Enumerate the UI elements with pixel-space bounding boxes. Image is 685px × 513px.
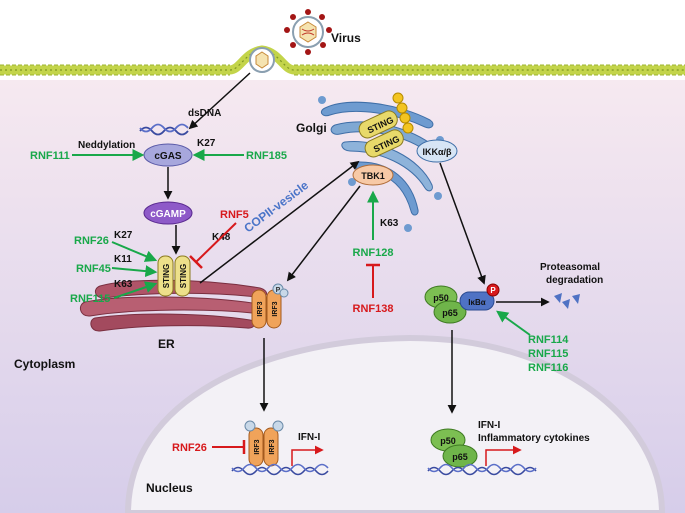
p65-label: p65: [442, 308, 458, 318]
virus-particle: [284, 9, 332, 55]
rnf45-label: RNF45: [76, 263, 111, 275]
er-sting-dimer: STING STING: [157, 255, 191, 297]
ikk-to-ikba-arrow: [439, 162, 486, 285]
cytoplasm-label: Cytoplasm: [14, 357, 75, 371]
rnf128-label: RNF128: [353, 247, 394, 259]
rnf185-label: RNF185: [246, 150, 287, 162]
dsdna-helix: [139, 123, 189, 136]
dna-nfkb-promoter: [427, 463, 537, 476]
tbk1-label: TBK1: [361, 171, 385, 181]
cgamp-label: cGAMP: [150, 209, 186, 220]
irf3-label-1: IRF3: [257, 301, 264, 316]
rnf45-arrow: [111, 265, 158, 278]
irf3-dimer-nucleus: IRF3 IRF3: [244, 420, 284, 467]
er-sting-label-1: STING: [162, 264, 171, 288]
k11-label: K11: [114, 254, 132, 265]
neddylation-label: Neddylation: [78, 140, 135, 151]
rnf115-nfkb-label: RNF115: [528, 348, 568, 360]
rnf138-label: RNF138: [353, 303, 394, 315]
nucleus: [124, 334, 666, 513]
ikk-protein: [416, 139, 458, 163]
nfkb-complex-nucleus: [430, 428, 478, 468]
cytokines-label: Inflammatory cytokines: [478, 433, 590, 444]
cgas-label: cGAS: [154, 151, 182, 162]
p50-label: p50: [433, 293, 449, 303]
ifn-label: IFN-I: [298, 432, 320, 443]
irf3-dimer-cytoplasm: IRF3 IRF3: [251, 283, 289, 329]
rnf111-label: RNF111: [30, 150, 70, 162]
golgi-sting-dimer: STING STING: [358, 110, 404, 158]
tbk1-protein: [352, 164, 394, 186]
k27-sting-label: K27: [114, 230, 133, 241]
degraded-fragments-icon: [554, 293, 580, 309]
phospho-label: P: [490, 286, 496, 295]
ubiquitin-chain: [392, 92, 414, 134]
rnf26-sting-label: RNF26: [74, 235, 109, 247]
irf3-nuc-label-2: IRF3: [269, 439, 276, 454]
rnf26-arrow: [111, 241, 158, 262]
k27-cgas-label: K27: [197, 138, 216, 149]
virus-label: Virus: [331, 31, 361, 45]
p65-nuc-label: p65: [452, 452, 468, 462]
dsdna-label: dsDNA: [188, 108, 221, 119]
er-label: ER: [158, 337, 175, 351]
virus-to-cgas-arrow: [188, 72, 251, 130]
ikba-label: IκBα: [468, 298, 485, 307]
rnf5-label: RNF5: [220, 209, 249, 221]
cgamp-molecule: [143, 201, 193, 225]
k63-sting-label: K63: [114, 279, 133, 290]
k63-tbk1-label: K63: [380, 218, 399, 229]
sting-translocation-arrow: [199, 160, 360, 284]
irf3-phospho-label: P: [276, 287, 281, 294]
tbk1-to-irf3-arrow: [286, 185, 361, 282]
dna-irf3-promoter: [231, 463, 329, 476]
nfkb-complex-cytoplasm: [424, 283, 500, 324]
rnf115-sting-label: RNF115: [70, 293, 110, 305]
rnf115-sting-arrow: [113, 281, 158, 299]
virus-entering: [249, 47, 275, 73]
ikk-label: IKKα/β: [422, 147, 452, 157]
rnf26-nuc-label: RNF26: [172, 442, 207, 454]
ifn2-label: IFN-I: [478, 420, 500, 431]
golgi-label: Golgi: [296, 121, 327, 135]
degradation-label: degradation: [546, 275, 603, 286]
nucleus-label: Nucleus: [146, 481, 193, 495]
rnf116-label: RNF116: [528, 362, 568, 374]
proteasomal-label: Proteasomal: [540, 262, 600, 273]
rnf114-arrow: [496, 310, 531, 336]
er-sting-label-2: STING: [179, 264, 188, 288]
rnf5-inhibition: [195, 222, 237, 263]
rnf5-inhibition-bar: [189, 255, 203, 269]
ifn-transcription-arrow: [291, 445, 324, 466]
rnf114-label: RNF114: [528, 334, 569, 346]
irf3-label-2: IRF3: [272, 301, 279, 316]
cytokine-transcription-arrow: [485, 445, 522, 466]
p50-nuc-label: p50: [440, 436, 456, 446]
irf3-nuc-label-1: IRF3: [254, 439, 261, 454]
